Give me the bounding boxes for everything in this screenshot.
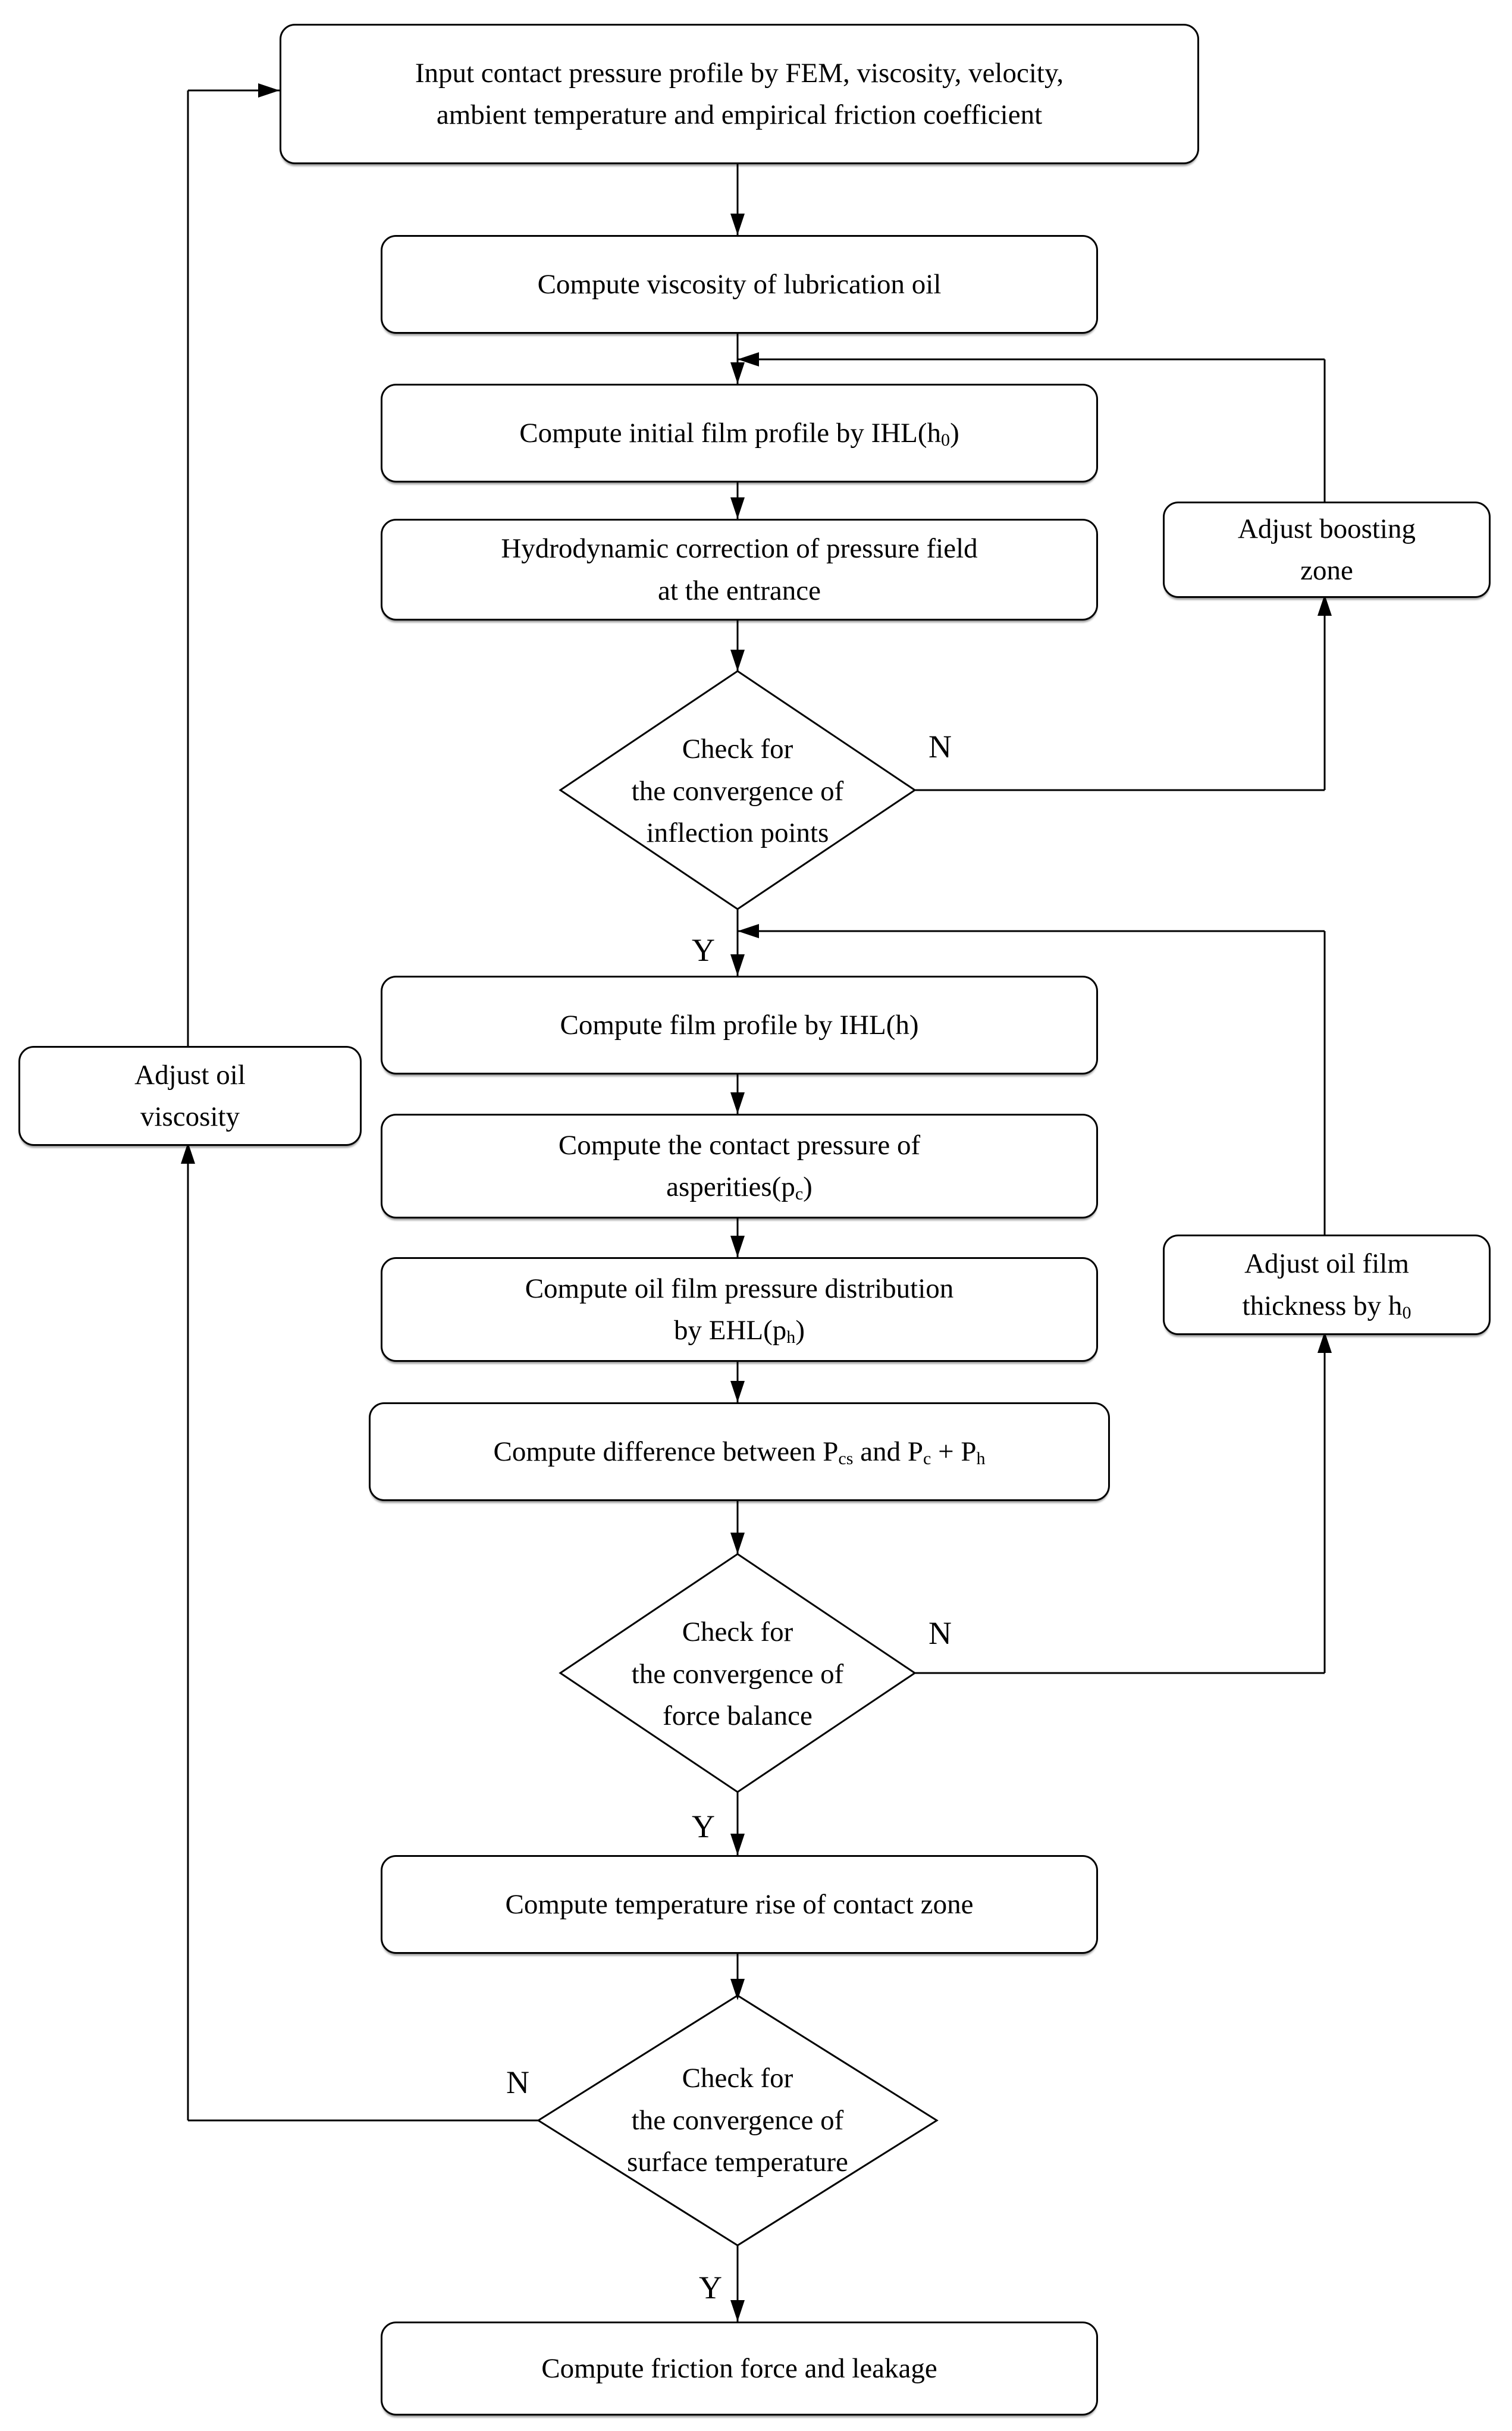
node-hydro-correction-line1: Hydrodynamic correction of pressure fiel… (501, 533, 978, 564)
node-difference-part1: Compute difference between P (493, 1436, 839, 1467)
arrowhead-into-oilfilm (730, 1236, 745, 1257)
node-adjust-viscosity: Adjust oil viscosity (18, 1046, 362, 1146)
decision-forcebalance-shape (559, 1553, 917, 1793)
node-film-profile: Compute film profile by IHL(h) (381, 976, 1098, 1074)
node-temperature-rise: Compute temperature rise of contact zone (381, 1855, 1098, 1954)
decision-inflection-text: Check for the convergence of inflection … (565, 696, 910, 886)
label-no-forcebalance: N (928, 1615, 952, 1651)
arrowhead-into-inflection (730, 650, 745, 671)
node-contact-pressure-part1: asperities(p (666, 1171, 795, 1202)
node-adjust-film-thickness: Adjust oil film thickness by h0 (1163, 1235, 1491, 1335)
node-contact-pressure-sub: c (795, 1183, 804, 1204)
node-contact-pressure-part2: ) (803, 1171, 813, 1202)
node-initial-film-text: Compute initial film profile by IHL(h0) (382, 412, 1096, 455)
node-oil-film-pressure: Compute oil film pressure distribution b… (381, 1257, 1098, 1362)
arrowhead-into-boosting (1317, 594, 1332, 616)
arrowhead-filmthickness-merge (738, 924, 759, 938)
arrowhead-into-filmthickness (1317, 1332, 1332, 1353)
node-input-line1: Input contact pressure profile by FEM, v… (415, 57, 1064, 89)
node-adjust-boosting-line2: zone (1300, 555, 1353, 586)
arrowhead-into-input (258, 83, 280, 98)
node-oil-film-pressure-part1: by EHL(p (674, 1315, 787, 1346)
decision-inflection-line2: the convergence of (631, 775, 844, 807)
node-difference-part3: + P (931, 1436, 977, 1467)
node-friction-force: Compute friction force and leakage (381, 2322, 1098, 2416)
arrowhead-into-hydro (730, 497, 745, 519)
arrowhead-into-adjustviscosity (181, 1142, 195, 1164)
node-temperature-rise-text: Compute temperature rise of contact zone (505, 1888, 974, 1920)
node-adjust-boosting-text: Adjust boosting zone (1165, 508, 1489, 592)
node-difference-sub1: cs (838, 1448, 854, 1468)
node-initial-film: Compute initial film profile by IHL(h0) (381, 384, 1098, 483)
decision-inflection-shape (559, 670, 917, 910)
arrowhead-into-filmprofile (730, 954, 745, 976)
decision-surfacetemp-line3: surface temperature (627, 2147, 848, 2178)
arrowhead-into-contactpressure (730, 1092, 745, 1114)
decision-surfacetemp-text: Check for the convergence of surface tem… (547, 2025, 928, 2216)
decision-forcebalance-line1: Check for (682, 1617, 793, 1648)
node-oil-film-pressure-text: Compute oil film pressure distribution b… (382, 1268, 1096, 1352)
node-adjust-viscosity-text: Adjust oil viscosity (20, 1054, 360, 1138)
arrowhead-boosting-merge (738, 352, 759, 366)
node-adjust-boosting-line1: Adjust boosting (1237, 513, 1416, 544)
arrowhead-into-temprise (730, 1834, 745, 1855)
node-input-text: Input contact pressure profile by FEM, v… (281, 52, 1197, 136)
node-adjust-viscosity-line1: Adjust oil (134, 1059, 246, 1091)
node-compute-viscosity: Compute viscosity of lubrication oil (381, 235, 1098, 334)
node-contact-pressure: Compute the contact pressure of asperiti… (381, 1114, 1098, 1218)
node-hydro-correction-text: Hydrodynamic correction of pressure fiel… (382, 528, 1096, 612)
node-difference-text: Compute difference between Pcs and Pc + … (371, 1431, 1108, 1473)
node-film-profile-text: Compute film profile by IHL(h) (560, 1009, 919, 1041)
node-hydro-correction-line2: at the entrance (658, 575, 821, 606)
label-yes-surfacetemp: Y (699, 2270, 722, 2305)
decision-inflection-line3: inflection points (646, 817, 829, 849)
arrowhead-into-difference (730, 1381, 745, 1402)
node-contact-pressure-line1: Compute the contact pressure of (558, 1129, 921, 1161)
node-hydro-correction: Hydrodynamic correction of pressure fiel… (381, 519, 1098, 621)
node-initial-film-part2: ) (950, 417, 959, 449)
node-difference-sub2: c (923, 1448, 931, 1468)
decision-forcebalance-line3: force balance (663, 1700, 813, 1732)
decision-forcebalance-line2: the convergence of (631, 1658, 844, 1690)
node-oil-film-pressure-line1: Compute oil film pressure distribution (525, 1273, 954, 1304)
node-adjust-boosting: Adjust boosting zone (1163, 502, 1491, 598)
node-adjust-film-thickness-sub: 0 (1402, 1302, 1411, 1323)
node-oil-film-pressure-line2: by EHL(ph) (393, 1310, 1086, 1352)
node-oil-film-pressure-part2: ) (795, 1315, 805, 1346)
label-yes-forcebalance: Y (692, 1809, 715, 1844)
arrowhead-into-viscosity (730, 214, 745, 235)
node-adjust-viscosity-line2: viscosity (140, 1101, 240, 1132)
label-yes-inflection: Y (692, 932, 715, 968)
node-friction-force-text: Compute friction force and leakage (541, 2352, 937, 2384)
node-adjust-film-thickness-line2: thickness by h0 (1175, 1285, 1478, 1327)
arrowhead-into-friction (730, 2300, 745, 2322)
arrowhead-into-initialfilm (730, 362, 745, 384)
decision-surfacetemp-line1: Check for (682, 2063, 793, 2094)
label-no-surfacetemp: N (506, 2065, 529, 2100)
arrowhead-into-forcebalance (730, 1533, 745, 1554)
node-difference: Compute difference between Pcs and Pc + … (369, 1402, 1110, 1501)
node-adjust-film-thickness-text: Adjust oil film thickness by h0 (1165, 1243, 1489, 1327)
decision-inflection-line1: Check for (682, 734, 793, 765)
node-adjust-film-thickness-line1: Adjust oil film (1244, 1248, 1409, 1279)
node-input: Input contact pressure profile by FEM, v… (280, 24, 1199, 164)
arrowhead-into-surfacetemp (730, 1979, 745, 2000)
node-oil-film-pressure-sub: h (786, 1327, 796, 1348)
node-input-line2: ambient temperature and empirical fricti… (436, 99, 1043, 130)
node-contact-pressure-text: Compute the contact pressure of asperiti… (382, 1124, 1096, 1208)
decision-surfacetemp-shape (537, 1994, 939, 2247)
node-difference-sub3: h (976, 1448, 986, 1468)
decision-surfacetemp-line2: the convergence of (631, 2104, 844, 2136)
node-compute-viscosity-text: Compute viscosity of lubrication oil (537, 268, 942, 300)
node-initial-film-sub: 0 (941, 429, 951, 450)
label-no-inflection: N (928, 729, 952, 765)
decision-forcebalance-text: Check for the convergence of force balan… (565, 1579, 910, 1769)
node-adjust-film-thickness-part1: thickness by h (1242, 1290, 1403, 1321)
node-initial-film-part1: Compute initial film profile by IHL(h (519, 417, 942, 449)
node-difference-part2: and P (853, 1436, 923, 1467)
node-contact-pressure-line2: asperities(pc) (393, 1166, 1086, 1208)
